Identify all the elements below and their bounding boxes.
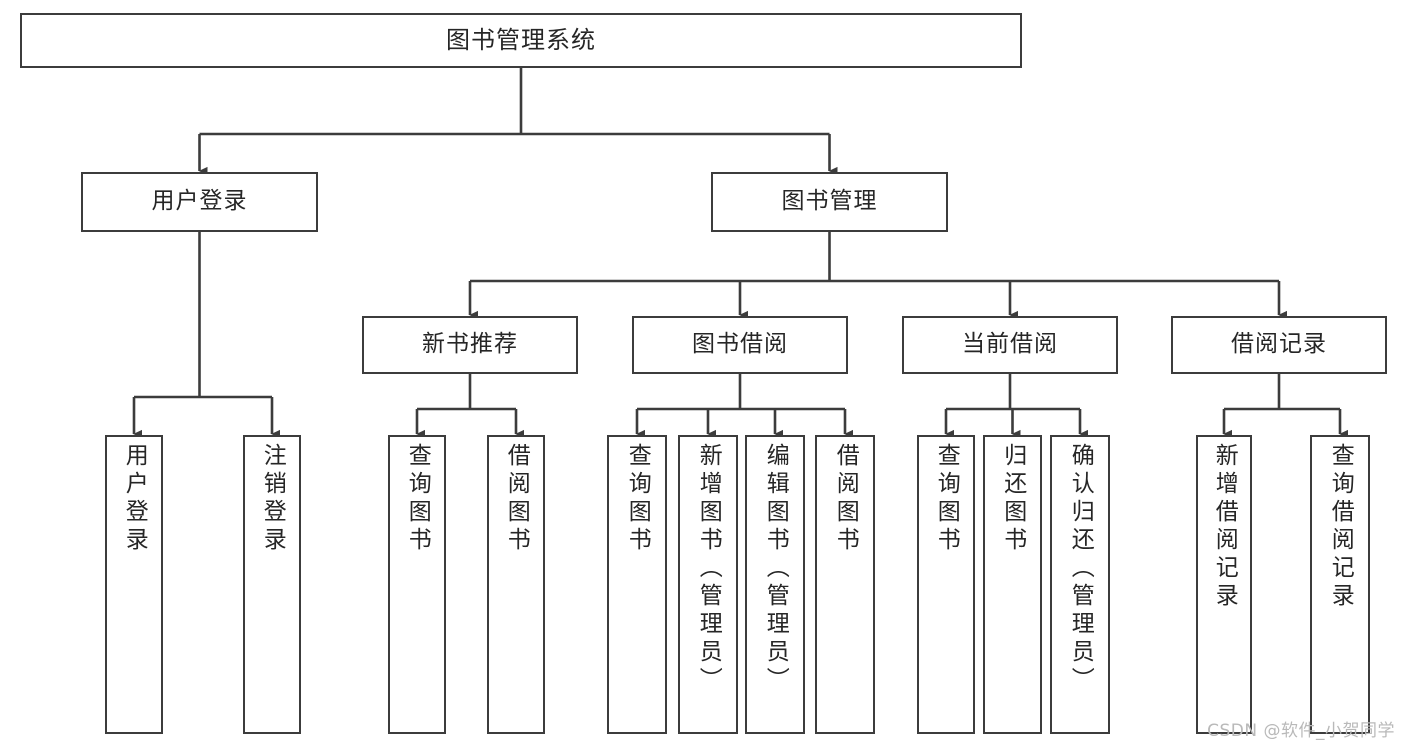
node-label-leaf-query-book-borrow: 查询图书	[624, 443, 651, 555]
node-root[interactable]: 图书管理系统	[20, 13, 1022, 68]
node-label-leaf-query-book-current: 查询图书	[933, 443, 960, 555]
node-leaf-user-logout[interactable]: 注销登录	[243, 435, 301, 734]
node-label-leaf-add-borrow-record: 新增借阅记录	[1211, 443, 1238, 611]
node-leaf-borrow-book-rec[interactable]: 借阅图书	[487, 435, 545, 734]
node-label-book-manage: 图书管理	[781, 188, 878, 215]
node-book-borrow[interactable]: 图书借阅	[632, 316, 848, 374]
node-borrow-record[interactable]: 借阅记录	[1171, 316, 1387, 374]
node-book-manage[interactable]: 图书管理	[711, 172, 948, 232]
node-label-leaf-borrow-book: 借阅图书	[832, 443, 859, 555]
node-label-leaf-confirm-return-admin: 确认归还（管理员）	[1067, 443, 1094, 695]
node-label-new-book-recommend: 新书推荐	[422, 331, 518, 358]
node-label-leaf-query-book-rec: 查询图书	[404, 443, 431, 555]
node-leaf-add-book-admin[interactable]: 新增图书（管理员）	[678, 435, 738, 734]
node-leaf-query-book-current[interactable]: 查询图书	[917, 435, 975, 734]
node-label-leaf-add-book-admin: 新增图书（管理员）	[695, 443, 722, 695]
node-current-borrow[interactable]: 当前借阅	[902, 316, 1118, 374]
node-label-book-borrow: 图书借阅	[692, 331, 788, 358]
node-label-root: 图书管理系统	[446, 26, 596, 55]
node-label-leaf-edit-book-admin: 编辑图书（管理员）	[762, 443, 789, 695]
node-label-user-login: 用户登录	[151, 188, 248, 215]
node-leaf-query-book-borrow[interactable]: 查询图书	[607, 435, 667, 734]
node-new-book-recommend[interactable]: 新书推荐	[362, 316, 578, 374]
node-label-leaf-return-book: 归还图书	[999, 443, 1026, 555]
node-leaf-user-login[interactable]: 用户登录	[105, 435, 163, 734]
node-leaf-confirm-return-admin[interactable]: 确认归还（管理员）	[1050, 435, 1110, 734]
node-label-borrow-record: 借阅记录	[1231, 331, 1327, 358]
node-leaf-return-book[interactable]: 归还图书	[983, 435, 1042, 734]
node-leaf-add-borrow-record[interactable]: 新增借阅记录	[1196, 435, 1252, 734]
node-label-current-borrow: 当前借阅	[962, 331, 1058, 358]
node-label-leaf-user-login: 用户登录	[121, 443, 148, 555]
node-label-leaf-user-logout: 注销登录	[259, 443, 286, 555]
node-label-leaf-query-borrow-record: 查询借阅记录	[1327, 443, 1354, 611]
node-leaf-borrow-book[interactable]: 借阅图书	[815, 435, 875, 734]
node-label-leaf-borrow-book-rec: 借阅图书	[503, 443, 530, 555]
node-leaf-edit-book-admin[interactable]: 编辑图书（管理员）	[745, 435, 805, 734]
node-user-login[interactable]: 用户登录	[81, 172, 318, 232]
node-leaf-query-book-rec[interactable]: 查询图书	[388, 435, 446, 734]
watermark-label: CSDN @软件_小贺同学	[1207, 721, 1395, 741]
node-leaf-query-borrow-record[interactable]: 查询借阅记录	[1310, 435, 1370, 734]
